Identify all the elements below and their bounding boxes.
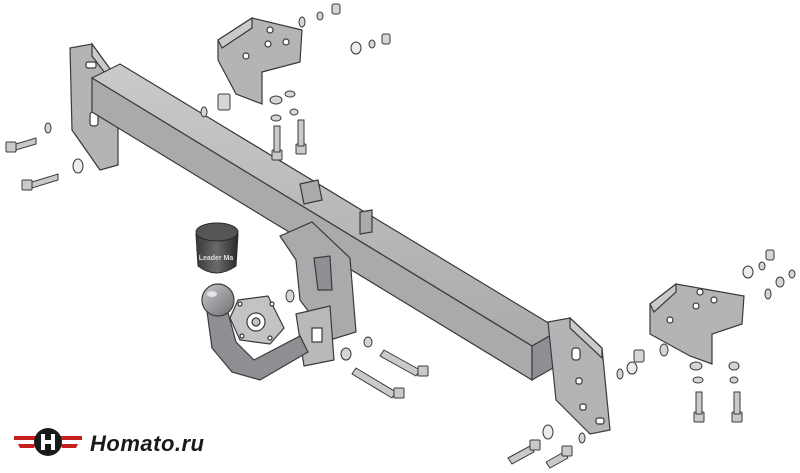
- bolt-left-1: [5, 137, 37, 153]
- logo-text: Homato.ru: [90, 431, 205, 456]
- homato-logo: Homato.ru: [86, 424, 205, 464]
- ball-cover-cap: Leader Ma: [195, 222, 239, 274]
- bolt-right-1: [693, 391, 705, 423]
- homato-winged-h-icon: [14, 428, 82, 456]
- top-bracket-left: [217, 16, 303, 105]
- bolt-center-2: [379, 349, 429, 377]
- bolt-left-2: [21, 173, 59, 191]
- socket-plate: [229, 295, 285, 345]
- hitch-mount-bracket: [279, 179, 373, 367]
- bolt-top-2: [295, 119, 307, 155]
- ball-cover-label: Leader Ma: [199, 255, 234, 262]
- bolt-bottom-2: [545, 445, 573, 469]
- bolt-right-2: [731, 391, 743, 423]
- right-mounting-plate: [547, 316, 611, 435]
- top-bracket-right: [649, 282, 745, 365]
- washers-and-nuts: [44, 3, 796, 444]
- bolt-center-1: [351, 367, 405, 399]
- bolt-bottom-1: [507, 439, 541, 465]
- tow-ball-neck: [201, 283, 309, 381]
- bolt-top-1: [271, 125, 283, 161]
- bolts: [5, 119, 743, 469]
